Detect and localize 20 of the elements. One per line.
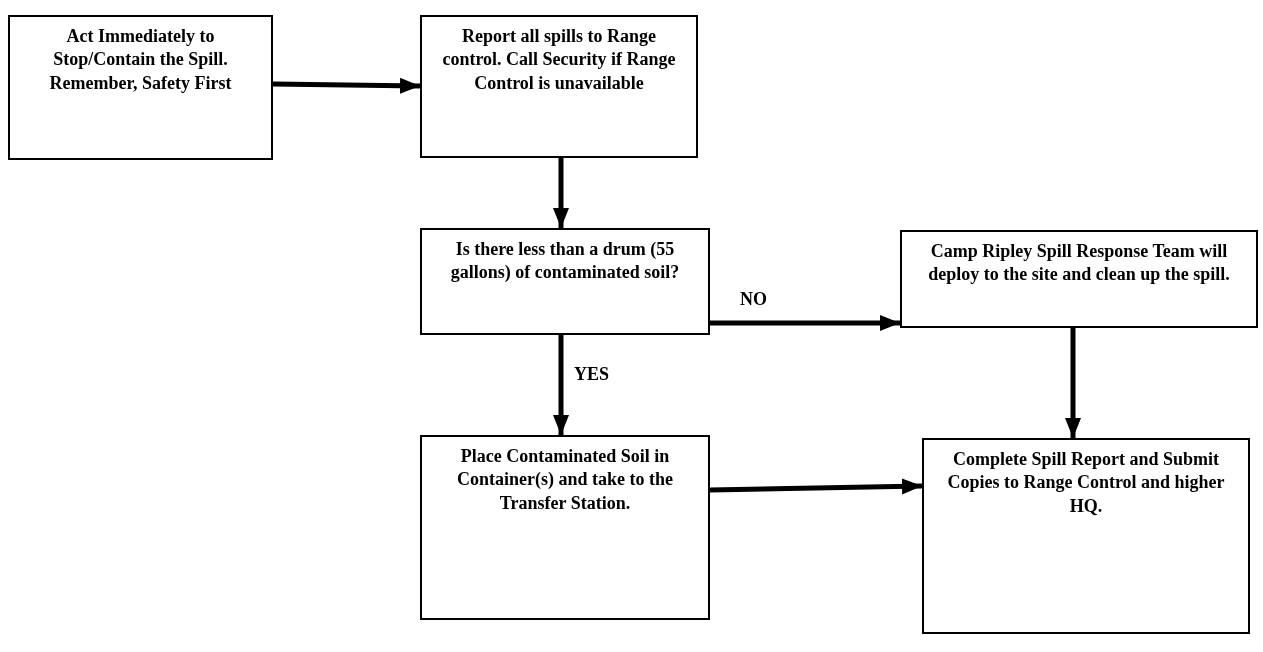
arrow [709, 478, 923, 495]
process-box [922, 438, 1250, 634]
process-box [420, 228, 710, 335]
process-box [8, 15, 273, 160]
arrow [272, 77, 421, 94]
arrow [553, 158, 569, 228]
edge-label: YES [572, 365, 611, 383]
arrow [553, 335, 569, 435]
arrow [710, 315, 900, 331]
box-text: Camp Ripley Spill Response Team will deploy to the site and clean up the spill. [927, 240, 1231, 287]
box-text: Complete Spill Report and Submit Copies to Range Control and higher HQ. [946, 448, 1226, 518]
box-text: Act Immediately to Stop/Contain the Spill. Remember, Safety First [48, 25, 233, 95]
process-box [420, 435, 710, 620]
edge-label: NO [738, 290, 769, 308]
box-text: Place Contaminated Soil in Container(s) and take to the Transfer Station. [456, 445, 674, 515]
process-box [900, 230, 1258, 328]
box-text: Report all spills to Range control. Call Security if Range Control is unavailable [441, 25, 677, 95]
arrow [1065, 328, 1081, 438]
box-text: Is there less than a drum (55 gallons) of contaminated soil? [449, 238, 681, 285]
process-box [420, 15, 698, 158]
